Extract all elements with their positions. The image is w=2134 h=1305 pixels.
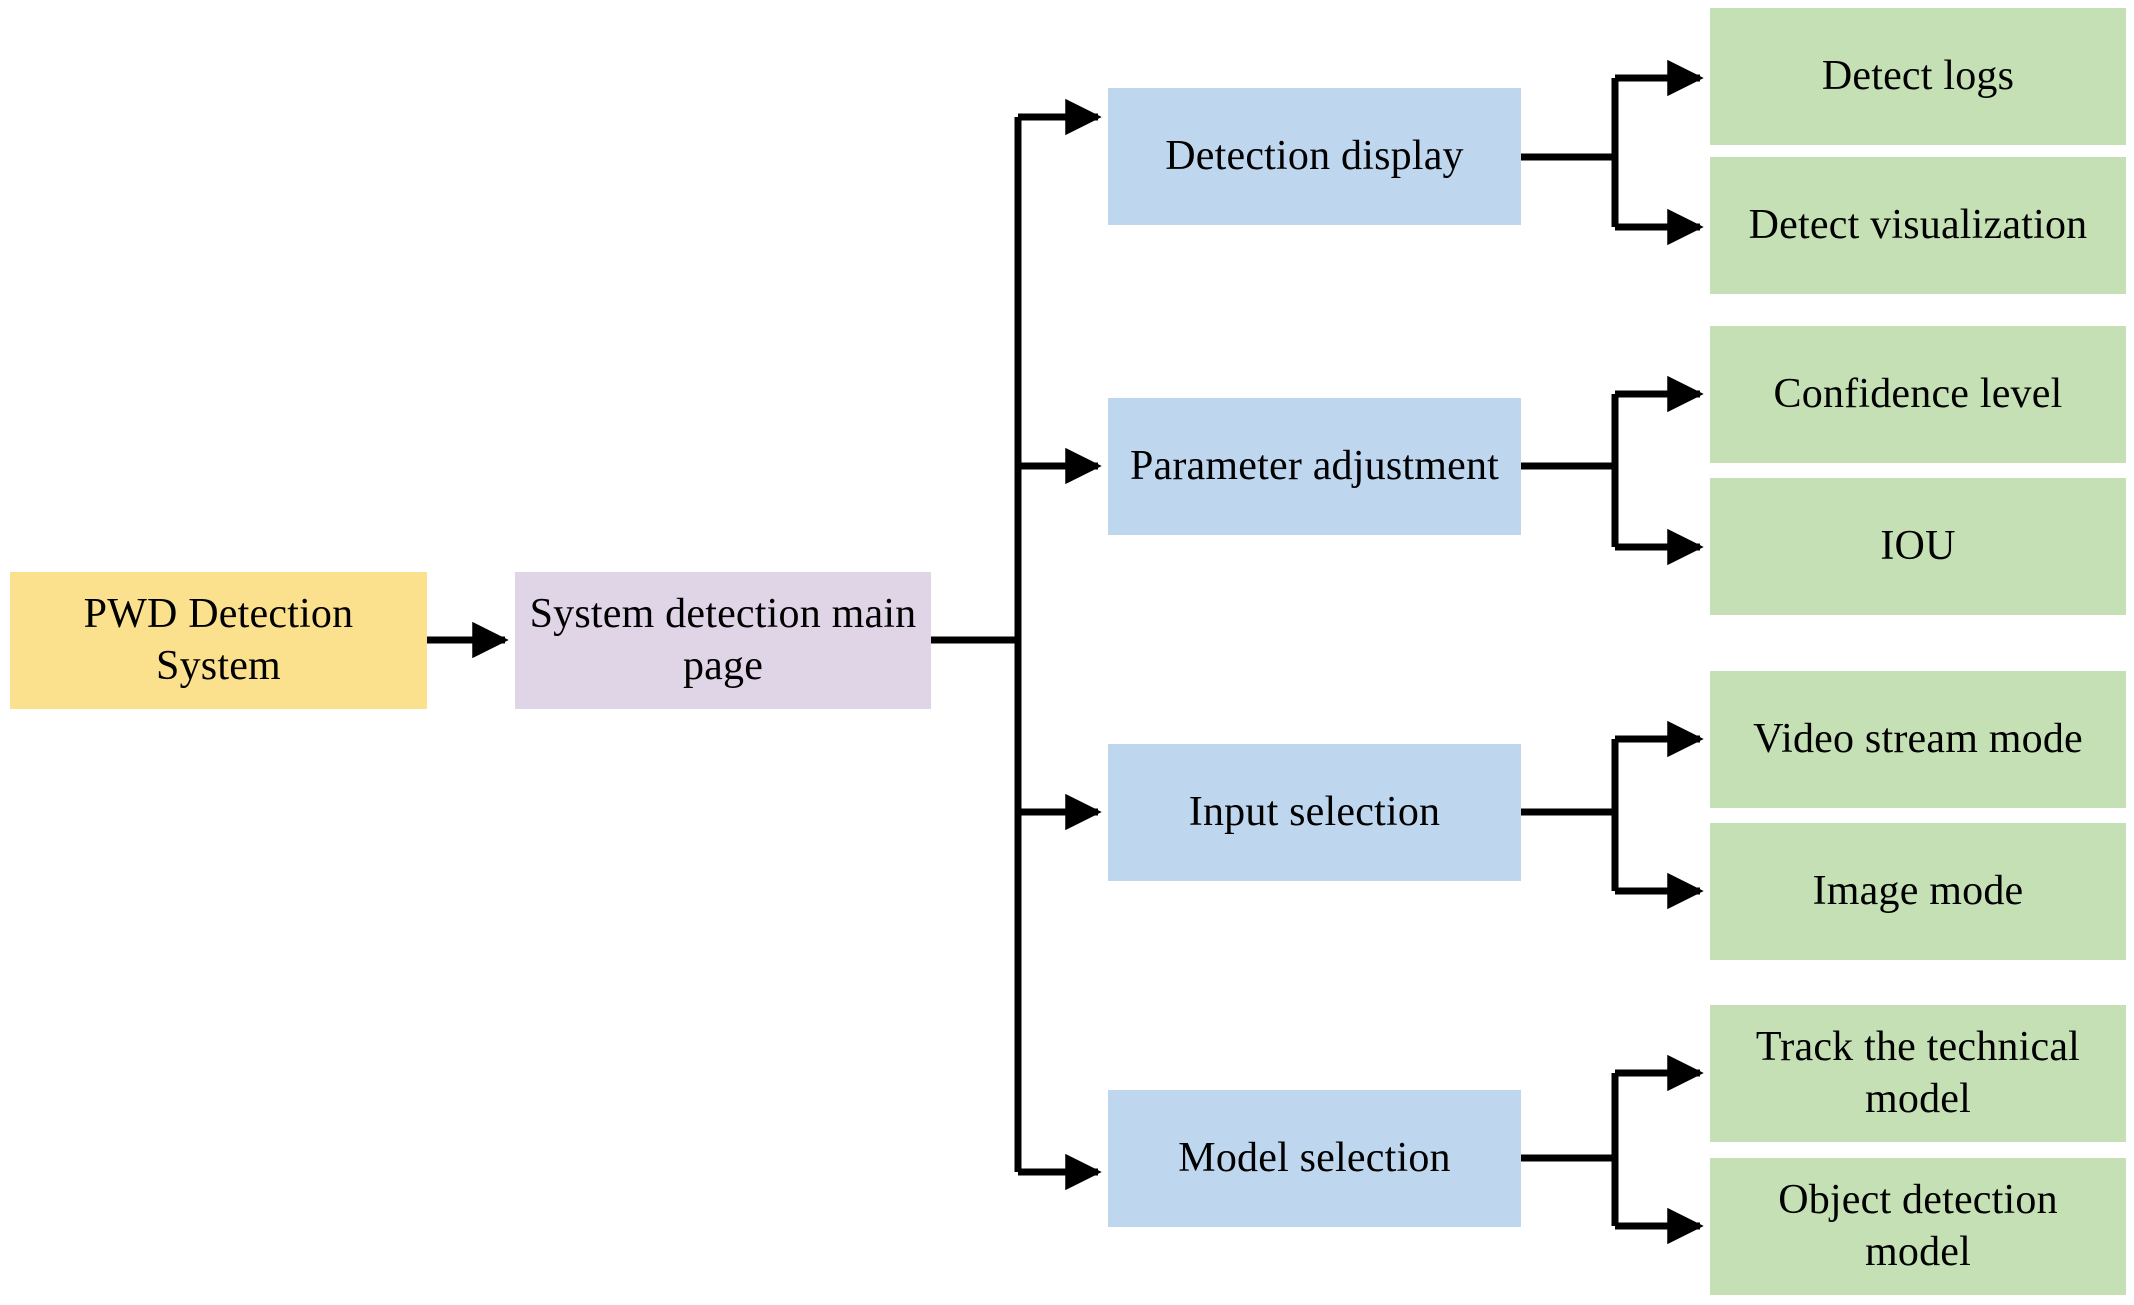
node-leaf-object-detection-model[interactable]: Object detection model (1710, 1158, 2126, 1295)
node-leaf-video-stream-mode[interactable]: Video stream mode (1710, 671, 2126, 808)
node-system-main-page[interactable]: System detection main page (515, 572, 931, 709)
node-leaf-detect-visualization[interactable]: Detect visualization (1710, 157, 2126, 294)
node-branch-model-selection[interactable]: Model selection (1108, 1090, 1521, 1227)
node-leaf-image-mode[interactable]: Image mode (1710, 823, 2126, 960)
node-branch-input-selection[interactable]: Input selection (1108, 744, 1521, 881)
node-leaf-track-the-technical-model[interactable]: Track the technical model (1710, 1005, 2126, 1142)
node-leaf-confidence-level[interactable]: Confidence level (1710, 326, 2126, 463)
node-root[interactable]: PWD Detection System (10, 572, 427, 709)
node-leaf-iou[interactable]: IOU (1710, 478, 2126, 615)
node-branch-parameter-adjustment[interactable]: Parameter adjustment (1108, 398, 1521, 535)
node-leaf-detect-logs[interactable]: Detect logs (1710, 8, 2126, 145)
node-branch-detection-display[interactable]: Detection display (1108, 88, 1521, 225)
